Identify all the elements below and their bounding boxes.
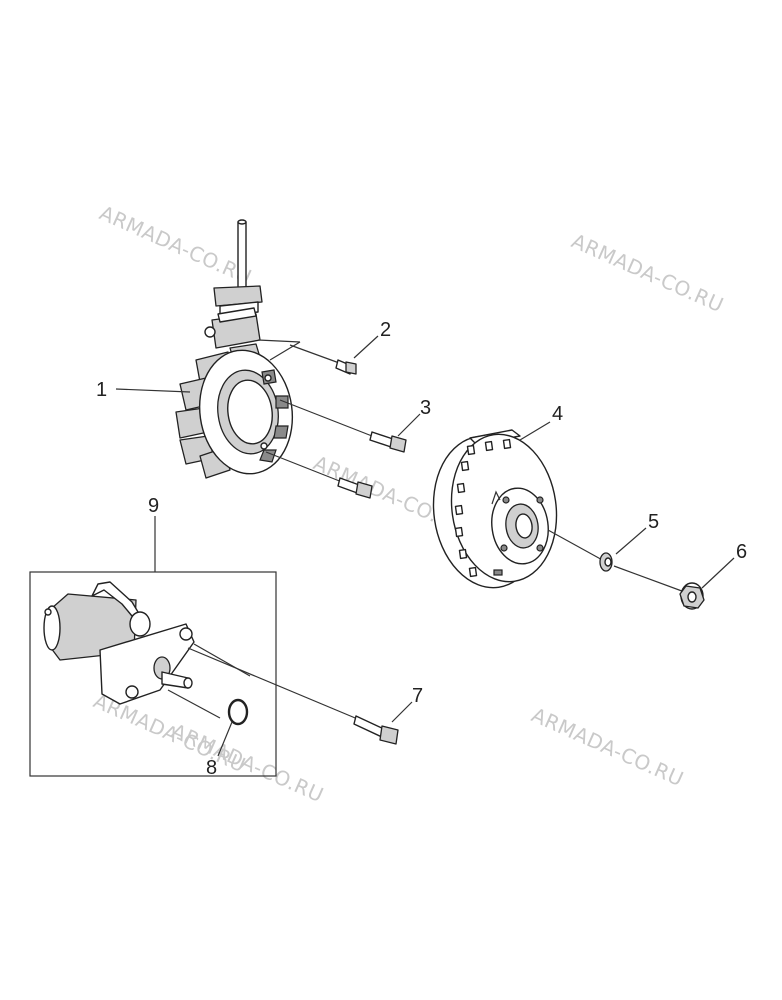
leader-lines	[115, 335, 735, 757]
callout-8: 8	[206, 757, 217, 779]
bolt-3	[279, 399, 407, 453]
callout-9: 9	[148, 495, 159, 517]
bolt-2	[257, 339, 357, 375]
callout-6: 6	[736, 541, 747, 563]
watermark: ARMADA-CO.RU	[96, 201, 255, 290]
callout-3: 3	[420, 397, 431, 419]
watermark: ARMADA-CO.RU	[568, 229, 727, 318]
watermark: ARMADA-CO.RU	[528, 703, 687, 792]
callout-2: 2	[380, 319, 391, 341]
callout-1: 1	[96, 379, 107, 401]
bolt-stator-lower	[265, 451, 373, 499]
watermarks: ARMADA-CO.RU ARMADA-CO.RU ARMADA-CO.RU A…	[90, 201, 727, 808]
o-ring	[227, 698, 249, 726]
starter-group	[29, 516, 277, 777]
washer	[547, 529, 613, 572]
flywheel	[432, 429, 558, 589]
flywheel-windows	[454, 438, 512, 578]
group-frame	[29, 571, 277, 777]
flange-nut	[613, 565, 705, 610]
bolt-7	[187, 647, 399, 745]
callout-5: 5	[648, 511, 659, 533]
stator	[175, 219, 294, 479]
callout-7: 7	[412, 685, 423, 707]
callouts: 1 2 3 4 5 6 7 8 9	[96, 319, 747, 779]
callout-4: 4	[552, 403, 563, 425]
watermark: ARMADA-CO.RU	[168, 719, 327, 808]
